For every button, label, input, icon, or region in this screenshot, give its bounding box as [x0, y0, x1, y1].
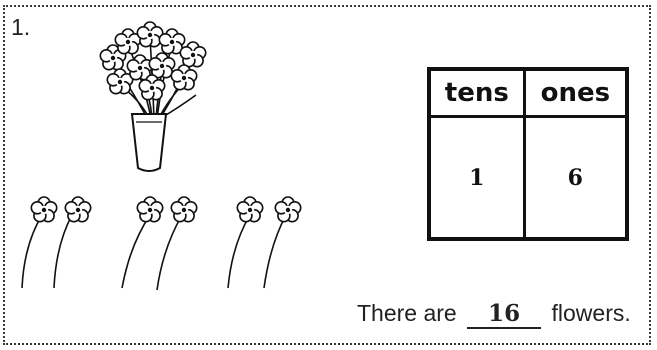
place-value-table: tens ones 1 6 [427, 67, 629, 241]
answer-blank[interactable]: 16 [467, 301, 542, 329]
loose-flowers [21, 196, 302, 291]
ones-value: 6 [522, 115, 629, 241]
ones-header: ones [522, 67, 629, 118]
sentence-end: flowers. [551, 300, 631, 326]
answer-sentence: There are 16 flowers. [357, 300, 631, 329]
tens-header: tens [427, 67, 526, 118]
sentence-start: There are [357, 300, 457, 326]
bouquet-blooms [99, 21, 207, 101]
problem-frame [3, 5, 651, 345]
vase [130, 113, 168, 172]
problem-number: 1. [11, 14, 31, 40]
tens-value: 1 [427, 115, 526, 241]
vase-bouquet [99, 21, 207, 172]
